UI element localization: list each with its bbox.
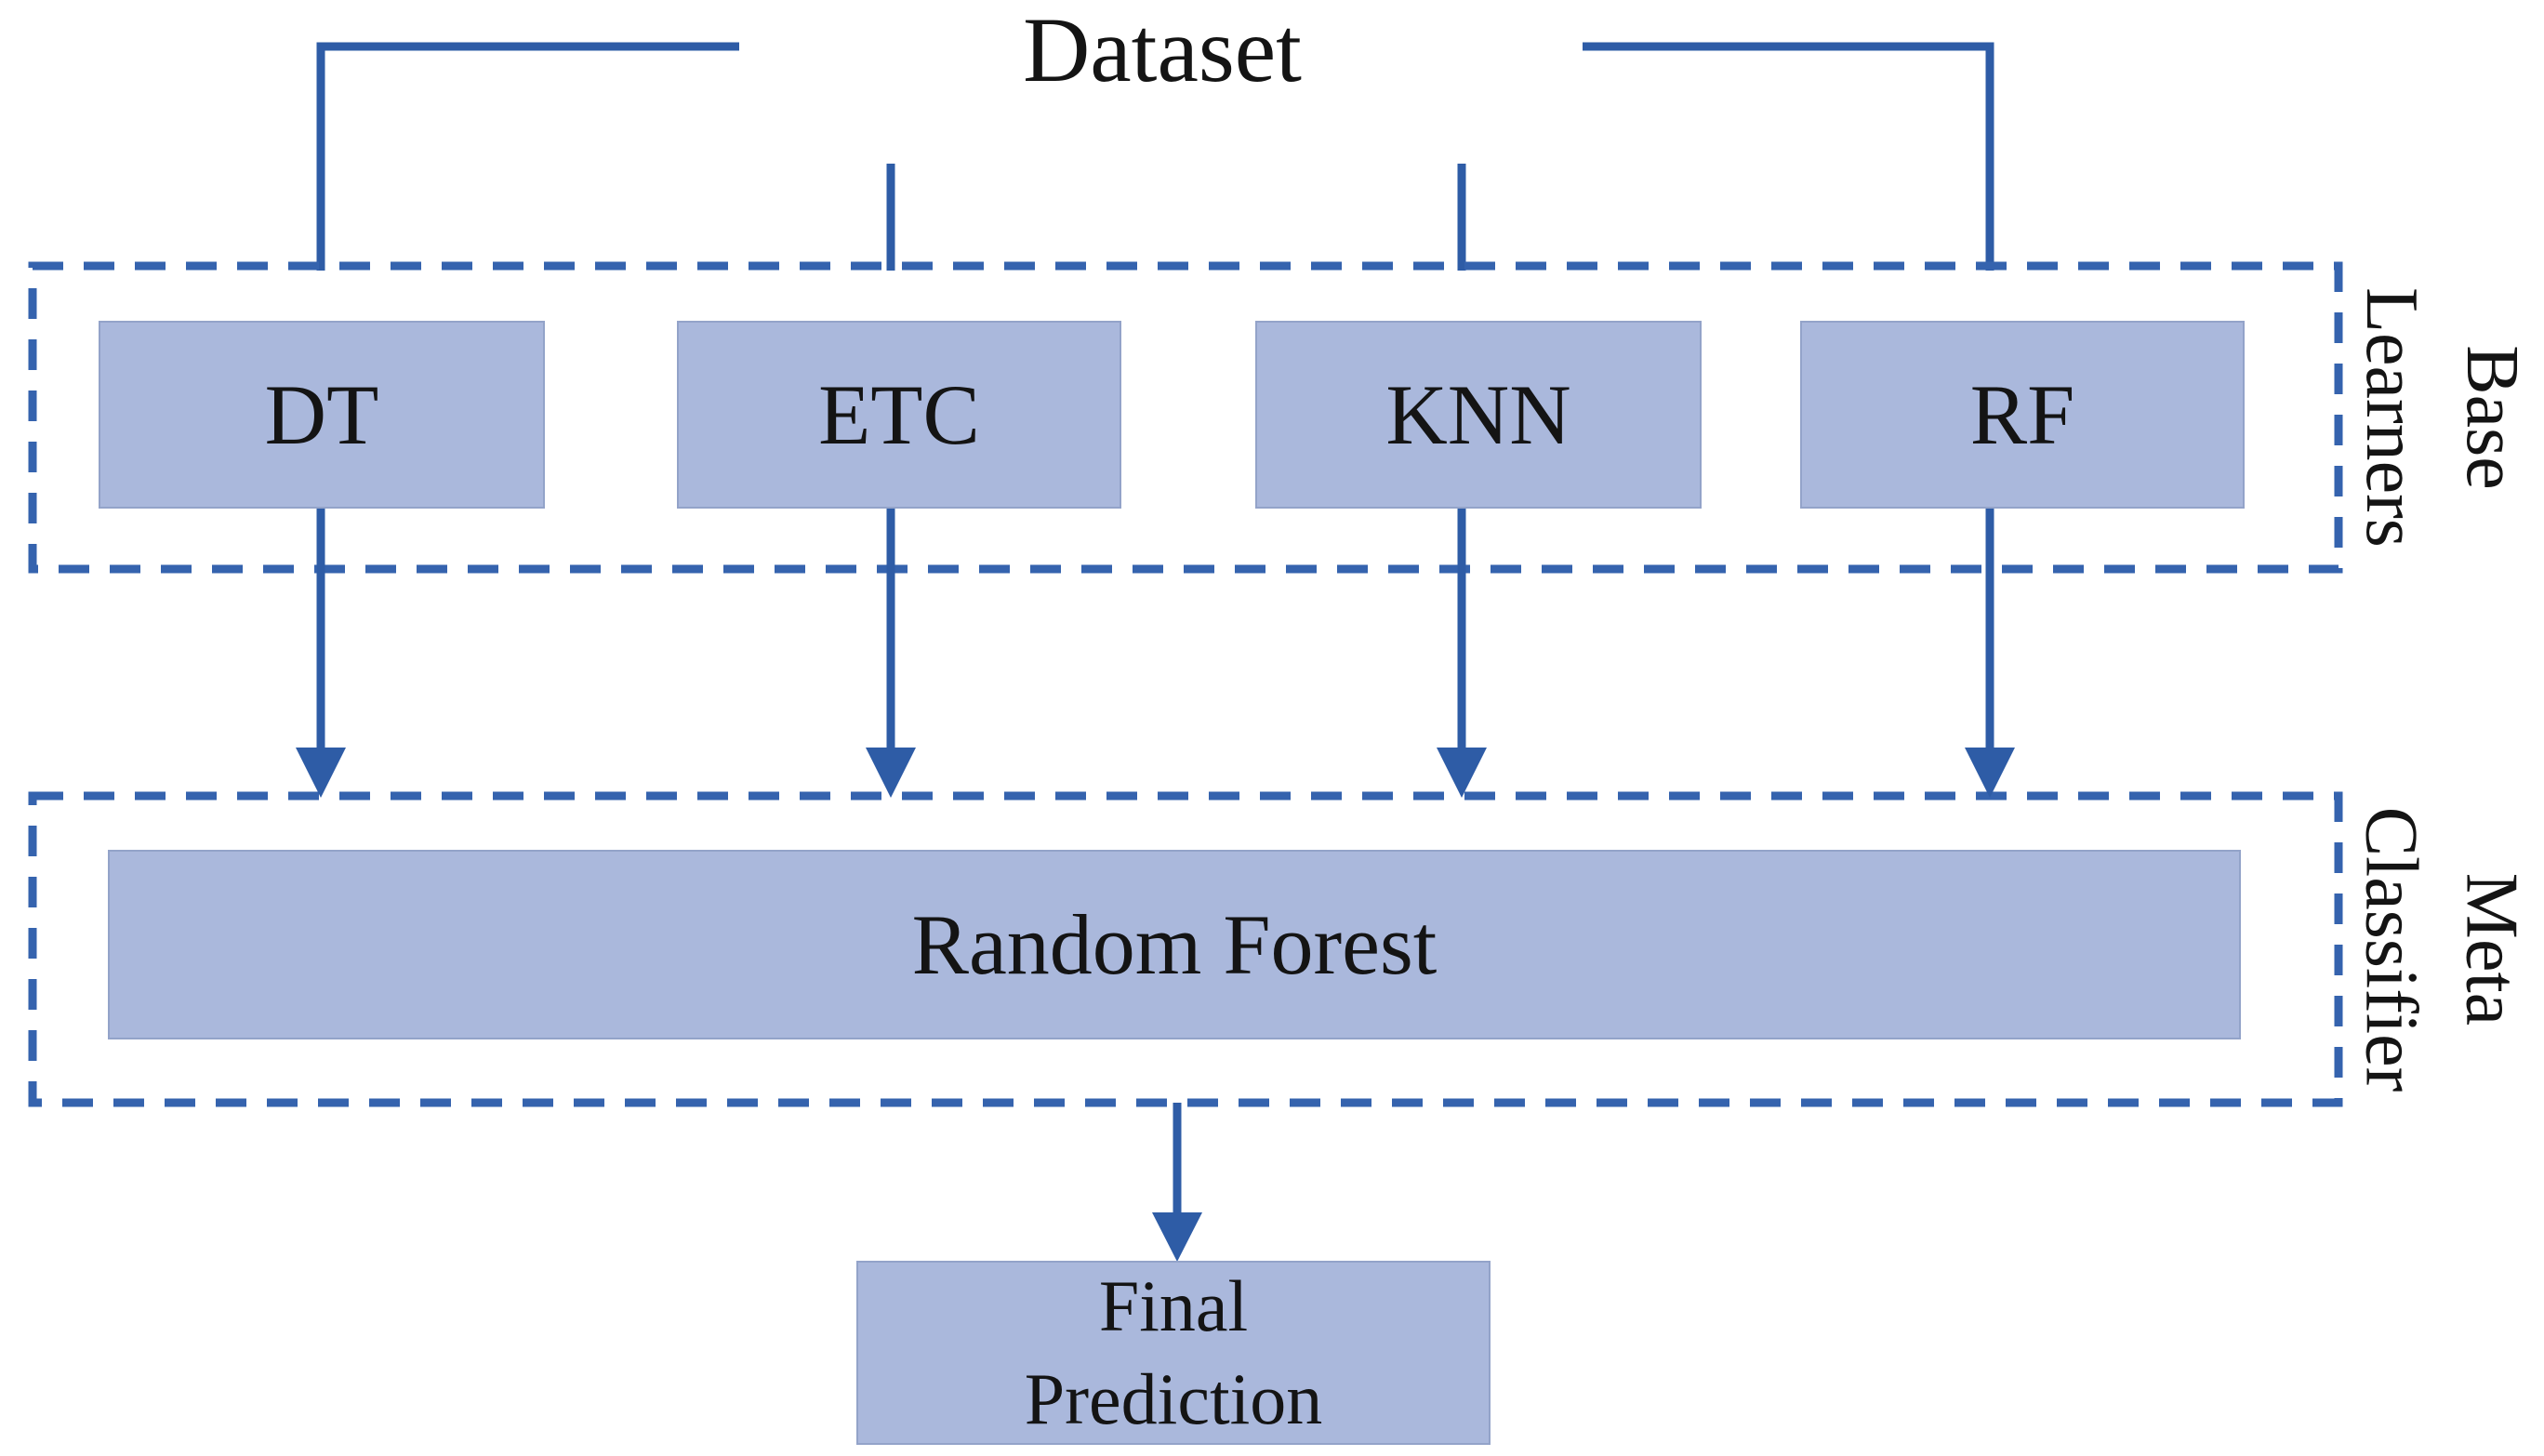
base-learner-label-etc: ETC	[818, 367, 980, 462]
connector-dataset-to-rf	[1583, 42, 1994, 271]
connector-dataset-to-dt	[316, 42, 739, 271]
base-learner-label-knn: KNN	[1385, 367, 1571, 462]
base-learners-group-label-wrap: Base Learners	[2339, 266, 2544, 569]
arrow-rf-to-meta-head	[1965, 748, 2015, 798]
arrow-meta-to-final-head	[1152, 1212, 1202, 1262]
meta-classifier-dashed-border	[28, 791, 2343, 1107]
arrow-knn-to-meta-head	[1437, 748, 1487, 798]
final-prediction-box: Final Prediction	[856, 1261, 1491, 1445]
arrow-etc-to-meta-head	[866, 748, 916, 798]
base-learners-group-label: Base Learners	[2350, 287, 2533, 548]
base-learner-box-etc: ETC	[677, 321, 1121, 509]
base-learner-label-dt: DT	[264, 367, 379, 462]
base-learner-box-dt: DT	[99, 321, 545, 509]
meta-classifier-group-label: Meta Classifier	[2350, 806, 2533, 1092]
base-learner-label-rf: RF	[1969, 367, 2075, 462]
base-learners-dashed-border	[28, 261, 2343, 574]
dataset-label: Dataset	[1023, 0, 1302, 101]
meta-classifier-group-label-wrap: Meta Classifier	[2339, 796, 2544, 1103]
final-prediction-label: Final Prediction	[1024, 1265, 1323, 1439]
base-learner-box-rf: RF	[1800, 321, 2245, 509]
base-learner-box-knn: KNN	[1255, 321, 1702, 509]
meta-classifier-label: Random Forest	[911, 897, 1438, 992]
meta-classifier-box: Random Forest	[108, 850, 2241, 1039]
arrow-dt-to-meta-head	[296, 748, 346, 798]
